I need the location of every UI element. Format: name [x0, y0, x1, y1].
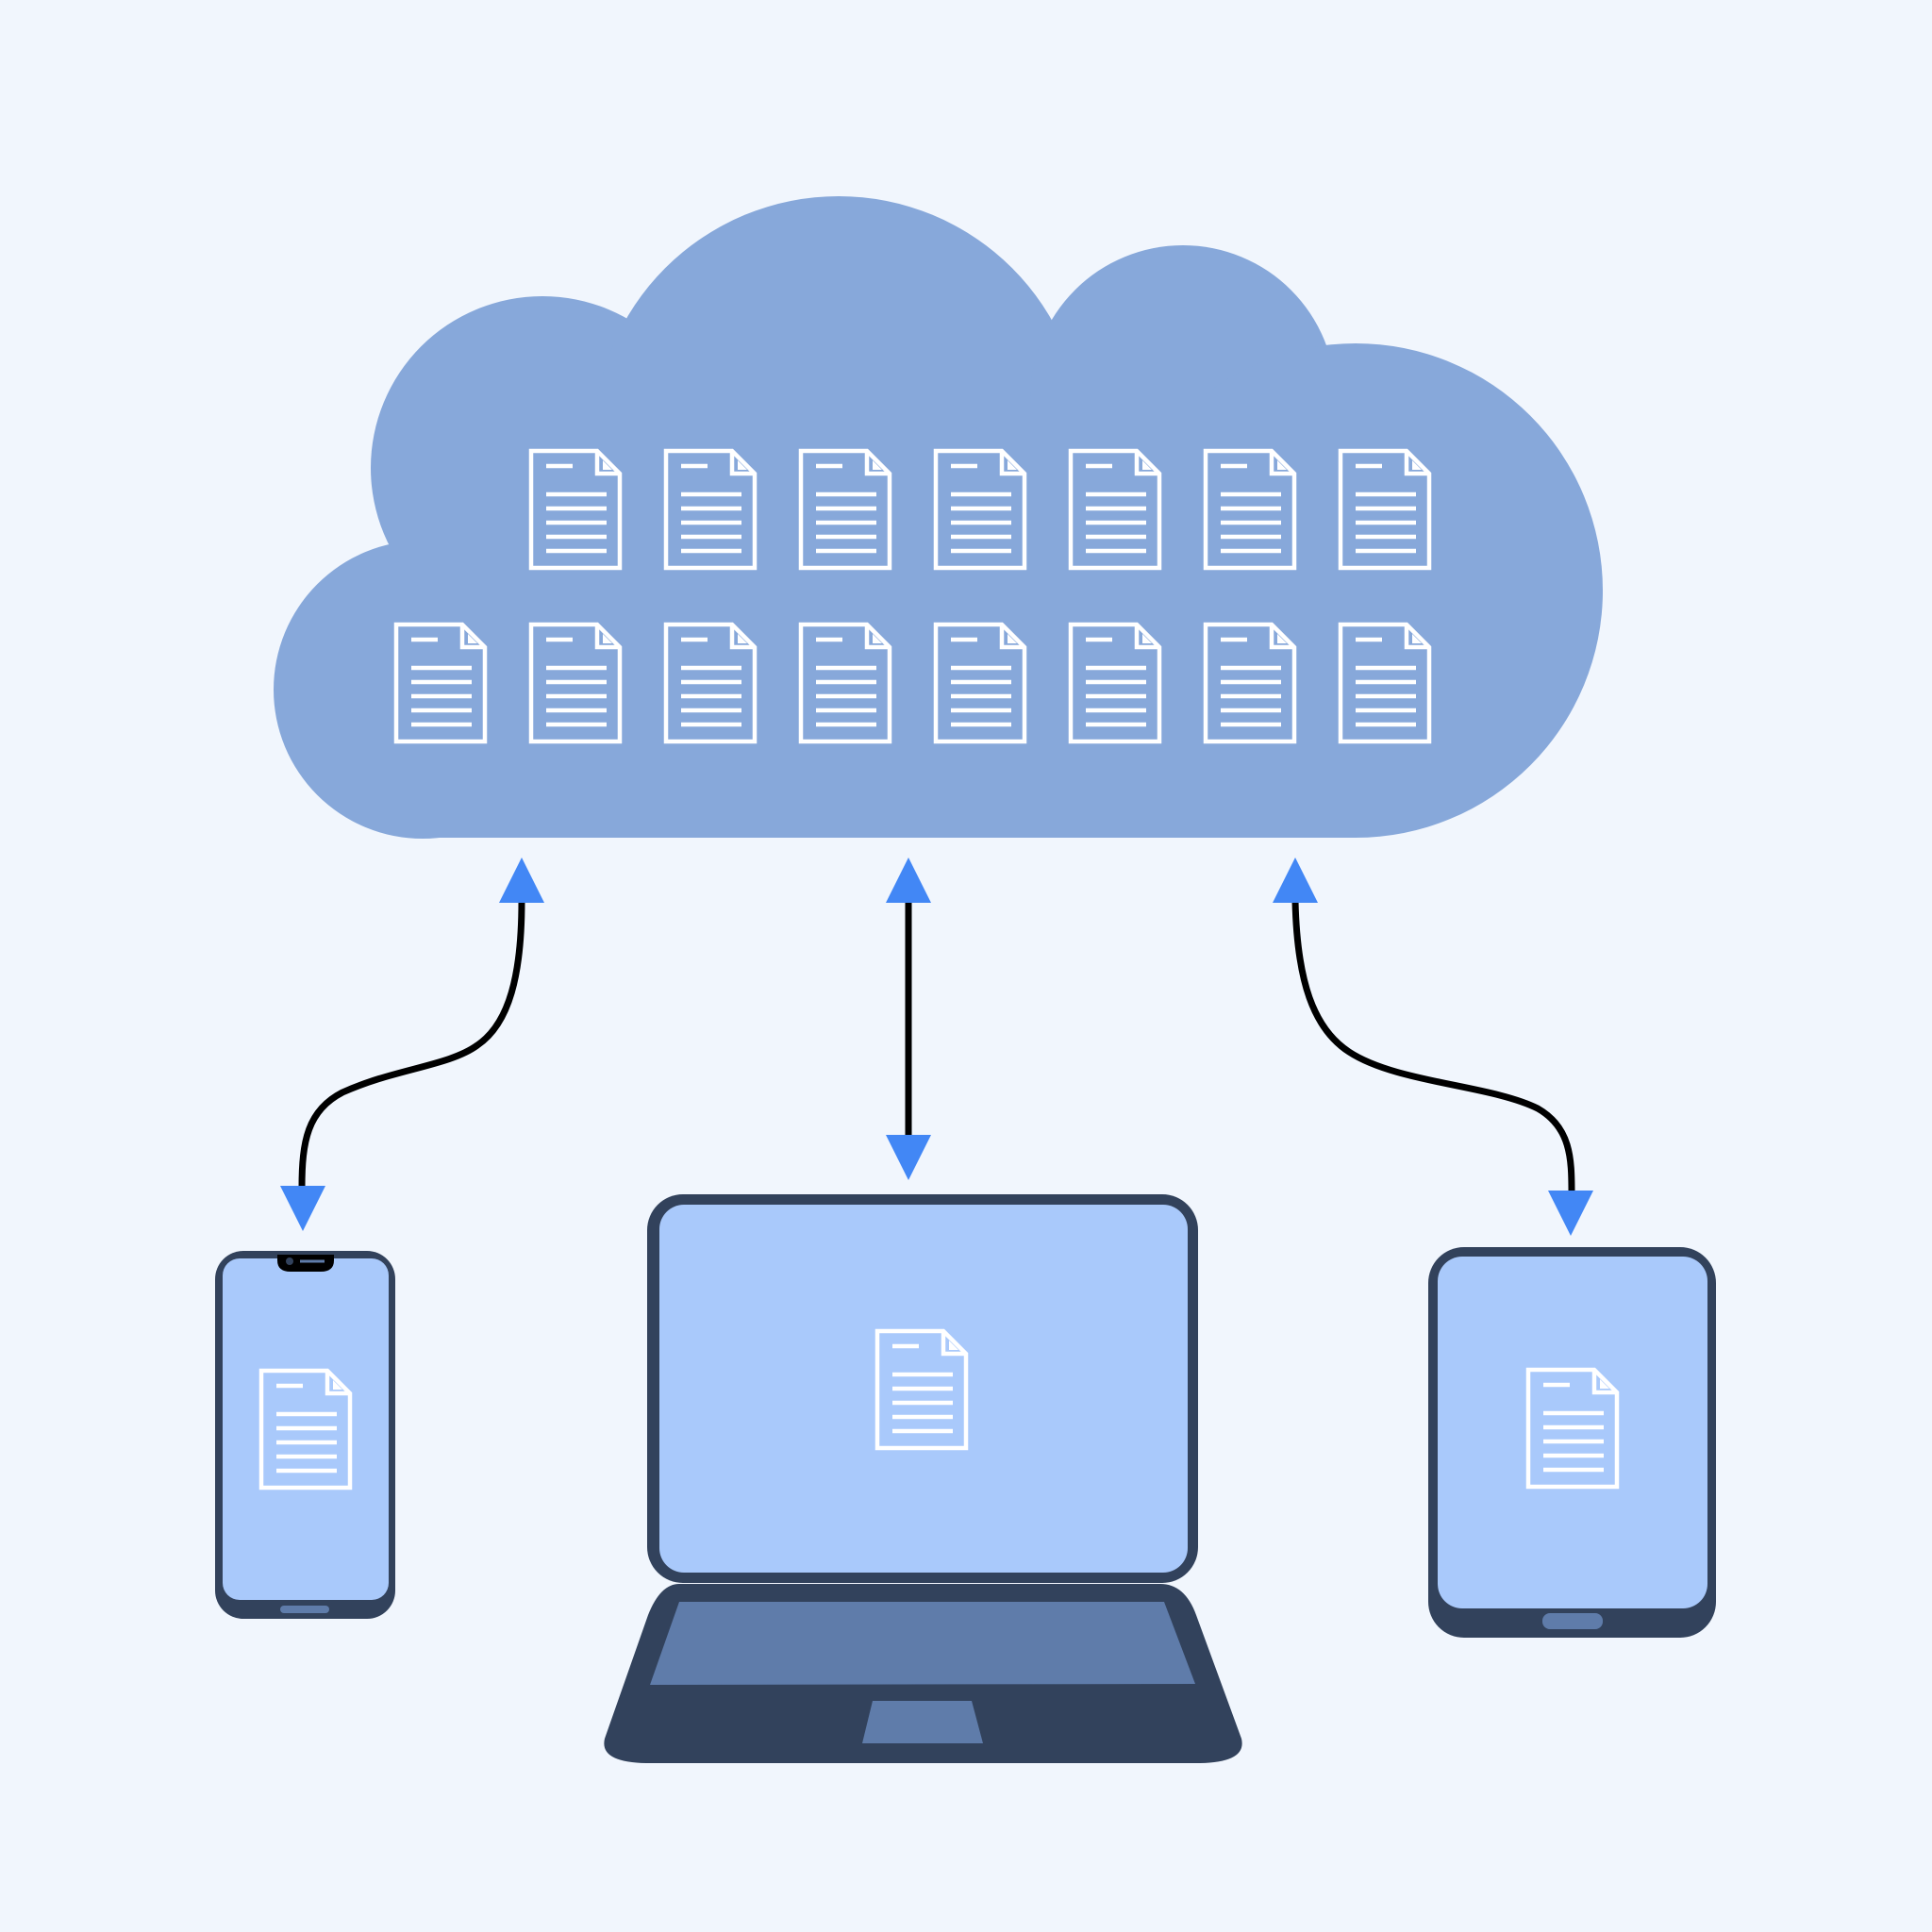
arrowhead-up: [499, 858, 544, 903]
arrowhead-down: [280, 1186, 325, 1231]
tablet-screen: [1438, 1257, 1707, 1608]
phone-notch: [277, 1255, 334, 1272]
connector-laptop: [886, 858, 931, 1180]
connector-line: [1291, 900, 1575, 1193]
arrowhead-up: [886, 858, 931, 903]
connector-phone: [280, 858, 544, 1231]
laptop-trackpad: [862, 1701, 983, 1743]
connector-line: [298, 900, 525, 1189]
home-indicator: [280, 1606, 329, 1613]
arrowhead-down: [886, 1135, 931, 1180]
arrowhead-up: [1273, 858, 1318, 903]
arrowhead-down: [1548, 1191, 1593, 1236]
laptop-keyboard: [650, 1602, 1195, 1685]
camera-icon: [286, 1257, 293, 1265]
cloud: [274, 196, 1603, 839]
tablet-device: [1428, 1247, 1716, 1638]
laptop-device: [604, 1194, 1242, 1763]
phone-device: [215, 1251, 395, 1619]
connector-tablet: [1273, 858, 1593, 1236]
tablet-home-button: [1542, 1613, 1603, 1629]
